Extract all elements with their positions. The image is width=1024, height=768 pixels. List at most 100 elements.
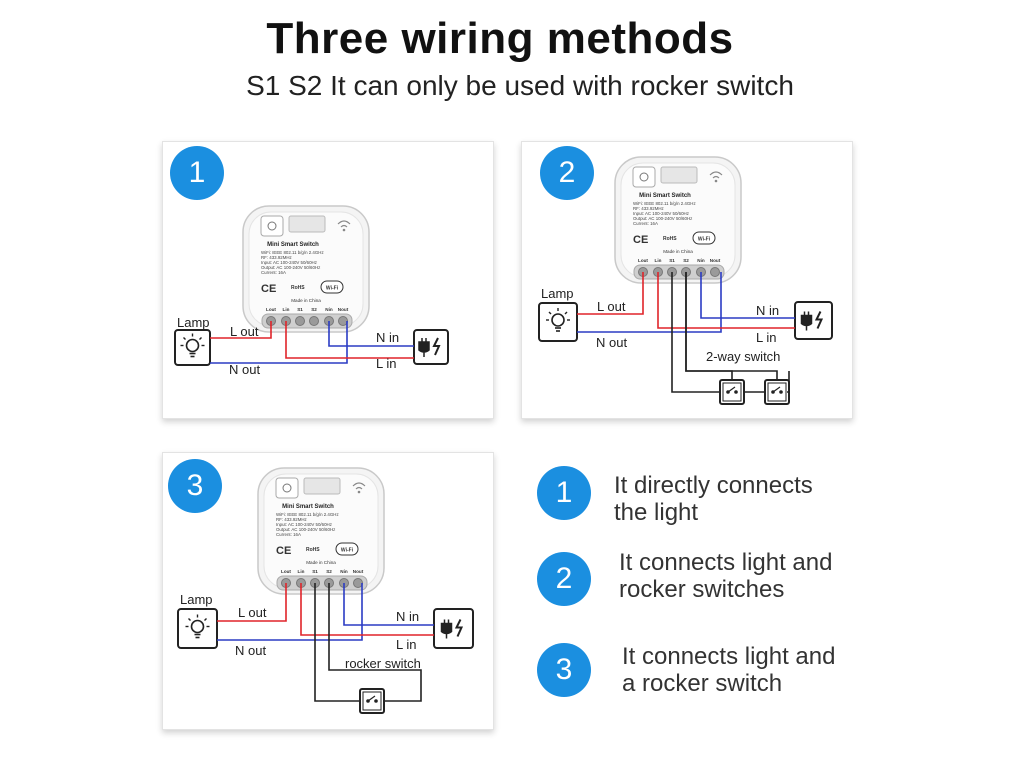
wifi-signal-dot	[714, 179, 718, 183]
wifi-signal-icon	[337, 220, 351, 228]
wifi-signal-dot	[357, 490, 361, 494]
terminal-label: Nin	[697, 258, 705, 263]
wire-l-out	[577, 272, 644, 315]
sun-icon	[267, 221, 277, 231]
switch-lever	[727, 386, 736, 393]
switch-lever	[772, 386, 781, 393]
lamp-box	[538, 302, 578, 342]
indicator-window	[288, 215, 326, 233]
wire-n-out	[577, 272, 722, 333]
wifi-badge	[692, 231, 716, 245]
sun-icon-box	[632, 166, 656, 188]
device-spec: Input: AC 100-240V 50/60Hz	[261, 260, 317, 265]
device-spec: Current: 16A	[633, 221, 658, 226]
device-name: Mini Smart Switch	[267, 242, 319, 248]
terminal-screw	[338, 316, 348, 326]
rohs-mark: RoHS	[663, 236, 677, 242]
wifi-signal-dot	[342, 228, 346, 232]
lamp-label: Lamp	[180, 592, 213, 607]
wire-n-in	[700, 272, 795, 319]
panel-number-badge: 3	[168, 459, 222, 513]
plug-icon	[800, 311, 813, 331]
terminal-label: Lin	[283, 307, 290, 312]
lightning-icon	[814, 311, 824, 329]
rocker-switch-face	[362, 691, 382, 711]
terminal-screw	[353, 578, 363, 588]
legend-line: the light	[614, 499, 699, 526]
switch-contact	[779, 390, 783, 394]
switch-lever	[367, 695, 376, 702]
terminal-label: Lout	[638, 258, 648, 263]
wire-switch-return	[787, 371, 790, 393]
terminal-label: S2	[311, 307, 317, 312]
wifi-badge-text: Wi-Fi	[326, 286, 339, 292]
device-spec: Current: 16A	[276, 532, 301, 537]
wifi-badge	[320, 280, 344, 294]
legend-line: rocker switches	[619, 576, 785, 603]
terminal-label: Nin	[325, 307, 333, 312]
l-in-label: L in	[756, 330, 776, 345]
lamp-box	[174, 329, 211, 366]
terminal-label: S2	[326, 569, 332, 574]
sun-icon-box	[275, 477, 299, 499]
terminal-screw	[710, 267, 720, 277]
device-spec: WiFi: IEEE 802.11 b/g/n 2.4GHz	[276, 512, 339, 517]
ce-mark: CE	[633, 234, 648, 246]
legend-number-badge: 1	[537, 466, 591, 520]
switch-contact	[734, 390, 738, 394]
device-spec: Output: AC 100-240V 50/60Hz	[276, 527, 335, 532]
wire-n-in	[343, 583, 434, 626]
legend-text-2: It connects light and rocker switches	[619, 549, 879, 603]
device-spec: WiFi: IEEE 802.11 b/g/n 2.4GHz	[261, 250, 324, 255]
lightning-icon	[432, 337, 441, 356]
device-spec: RF: 433.92MHz	[261, 255, 292, 260]
lamp-label: Lamp	[541, 286, 574, 301]
terminal-label: Lout	[281, 569, 291, 574]
terminal-label: S2	[683, 258, 689, 263]
n-in-label: N in	[376, 330, 399, 345]
device-name: Mini Smart Switch	[639, 193, 691, 199]
wifi-badge	[335, 542, 359, 556]
l-out-label: L out	[238, 605, 267, 620]
l-in-label: L in	[396, 637, 416, 652]
l-in-label: L in	[376, 356, 396, 371]
n-out-label: N out	[596, 335, 627, 350]
terminal-label: Lout	[266, 307, 276, 312]
panel-number-badge: 1	[170, 146, 224, 200]
wire-n-out	[217, 583, 363, 641]
n-out-label: N out	[235, 643, 266, 658]
wire-l-in	[657, 272, 795, 329]
terminal-label: Nout	[353, 569, 364, 574]
rohs-mark: RoHS	[291, 285, 305, 291]
legend-text-1: It directly connects the light	[614, 472, 874, 526]
terminal-label: Lin	[298, 569, 305, 574]
legend-number-badge: 2	[537, 552, 591, 606]
n-in-label: N in	[396, 609, 419, 624]
lamp-icon	[551, 313, 565, 327]
terminal-label: Nout	[710, 258, 721, 263]
ce-mark: CE	[276, 545, 291, 557]
terminal-label: S1	[297, 307, 303, 312]
lamp-icon	[185, 338, 200, 353]
lamp-icon	[190, 619, 205, 634]
l-out-label: L out	[230, 324, 259, 339]
made-in-text: Made in China	[291, 298, 321, 303]
lamp-ray	[564, 311, 568, 315]
l-out-label: L out	[597, 299, 626, 314]
indicator-window	[303, 477, 341, 495]
device-spec: Current: 16A	[261, 270, 286, 275]
lamp-ray	[188, 618, 191, 621]
wire-s1	[314, 583, 360, 702]
two-way-switch-label: 2-way switch	[706, 349, 780, 364]
sun-icon-box	[260, 215, 284, 237]
legend-line: It connects light and	[622, 643, 836, 670]
lightning-icon	[454, 619, 464, 637]
wire-s2-b	[685, 272, 778, 380]
switch-contact	[374, 699, 378, 703]
wire-n-out	[210, 321, 348, 364]
made-in-text: Made in China	[663, 249, 693, 254]
lamp-ray	[204, 618, 207, 621]
